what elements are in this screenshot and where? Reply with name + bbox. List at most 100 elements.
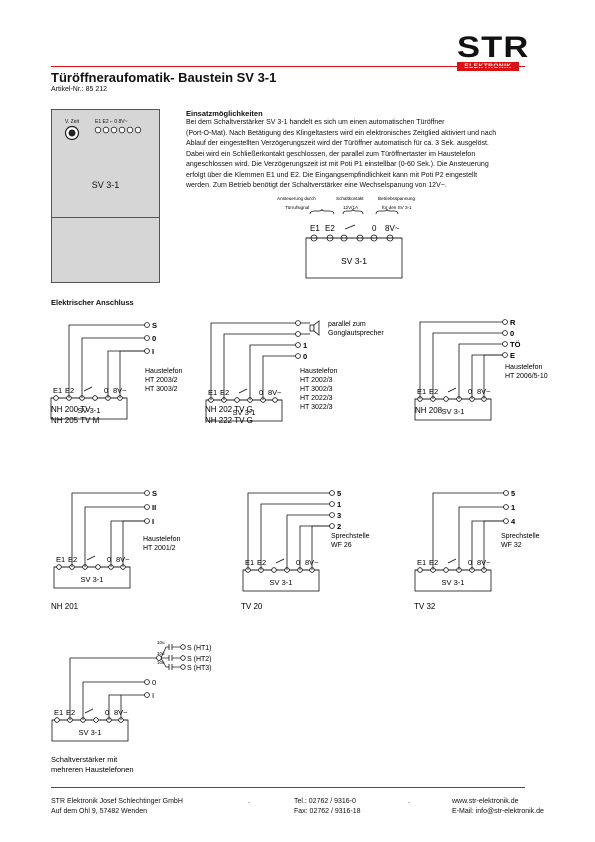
terminal-label: E2: [429, 387, 438, 396]
intro-line: werden. Zum Betrieb benötigt der Schaltv…: [186, 182, 447, 189]
parallel-label: parallel zum: [328, 321, 366, 328]
phone-terminal-label: 1: [511, 503, 515, 512]
terminal-label: 0: [468, 558, 472, 567]
fuer-label: für den SV 3-1: [382, 205, 412, 210]
terminal-e2: E2: [325, 224, 335, 233]
terminal-label: E1: [208, 388, 217, 397]
phone-number: Tel.: 02762 / 9316-0: [294, 798, 356, 805]
phone-terminal-label: S: [152, 321, 157, 330]
phone-terminal-label: 5: [511, 489, 515, 498]
terminal-label: 0: [107, 555, 111, 564]
phone-terminal-label: 1: [337, 500, 341, 509]
brace-left: [309, 208, 335, 215]
phone-desc: HT 2022/3: [300, 395, 333, 402]
footer-dot: .: [408, 798, 410, 805]
phone-terminal-label: 0: [152, 678, 156, 687]
terminal-label: 0: [296, 558, 300, 567]
potentiometer-icon: [64, 125, 80, 141]
device-front: V. Zeit E1 E2 ⌐ 0 8V~ SV 3-1: [51, 109, 160, 219]
sv-box-name: SV 3-1: [79, 728, 102, 737]
terminal-label: E1: [417, 387, 426, 396]
phone-terminal-label: 2: [337, 522, 341, 531]
phone-terminal-label: I: [152, 347, 154, 356]
model-label: TV 20: [241, 602, 263, 611]
model-label: NH 208: [415, 406, 443, 415]
phone-desc: Haustelefon: [145, 368, 182, 375]
phone-desc: Haustelefon: [300, 368, 337, 375]
phone-desc: HT 2002/3: [300, 377, 333, 384]
footer-company: STR Elektronik Josef Schlechtinger GmbH …: [51, 797, 183, 817]
phone-desc: HT 2003/2: [145, 377, 178, 384]
switch-symbol: [344, 224, 356, 230]
phone-terminal-label: 0: [303, 352, 307, 361]
terminal-8v: 8V~: [385, 224, 400, 233]
capacitor-label: 10u: [157, 640, 165, 645]
sv-box-name: SV 3-1: [78, 406, 101, 415]
header-rule: [51, 66, 525, 67]
footer-contact: www.str-elektronik.de E-Mail: info@str-e…: [452, 797, 544, 817]
model-label: NH 200 TV: [51, 405, 91, 414]
terminal-label: E2: [68, 555, 77, 564]
terminal-label: E2: [257, 558, 266, 567]
speaker-icon: [309, 324, 315, 332]
phone-desc: HT 3002/3: [300, 386, 333, 393]
vzeit-label: V. Zeit: [65, 119, 79, 125]
terminal-label: 0: [104, 386, 108, 395]
fax-number: Fax: 02762 / 9316-18: [294, 808, 361, 815]
website-link[interactable]: www.str-elektronik.de: [452, 798, 519, 805]
phone-desc: Sprechstelle: [501, 533, 540, 540]
terminal-label: 0: [468, 387, 472, 396]
phone-desc: WF 26: [331, 542, 352, 549]
phone-desc: Sprechstelle: [331, 533, 370, 540]
phone-terminal-label: I: [152, 517, 154, 526]
capacitor-label: 10u: [157, 660, 165, 665]
terminal-label: E1: [245, 558, 254, 567]
brace-mid: [342, 208, 364, 215]
phone-terminal-label: E: [510, 351, 515, 360]
intro-line: Dabei wird ein Schließerkontakt geschlos…: [186, 150, 476, 158]
phone-desc: HT 2006/5-10: [505, 373, 548, 380]
phone-terminal-label: TÖ: [510, 340, 521, 349]
terminal-strip: [94, 126, 142, 134]
terminal-label: E1: [53, 386, 62, 395]
model-label: Schaltverstärker mit: [51, 755, 118, 764]
sv-box-name: SV 3-1: [270, 578, 293, 587]
phone-desc: Haustelefon: [505, 364, 542, 371]
ansteuerung-label: Ansteuerung durch: [277, 196, 316, 201]
phone-desc: HT 3003/2: [145, 386, 178, 393]
intro-line: Bei dem Schaltverstärker SV 3-1 handelt …: [186, 119, 445, 126]
phone-desc: Haustelefon: [143, 536, 180, 543]
rating-label: 12V/1A: [343, 205, 359, 210]
model-label: NH 222 TV G: [205, 416, 253, 425]
email-link[interactable]: E-Mail: info@str-elektronik.de: [452, 808, 544, 815]
phone-terminal-label: 4: [511, 517, 516, 526]
terminal-0: 0: [372, 224, 377, 233]
device-terminal-labels: E1 E2 ⌐ 0 8V~: [95, 119, 128, 125]
tuerruf-label: Türrufsignal: [285, 205, 309, 210]
terminal-label: E2: [66, 708, 75, 717]
terminal-e1: E1: [310, 224, 320, 233]
company-address: Auf dem Ohl 9, 57482 Wenden: [51, 808, 147, 815]
phone-terminal-label: 1: [303, 341, 307, 350]
phone-terminal-label: S (HT3): [187, 665, 212, 672]
sv-box-name: SV 3-1: [442, 578, 465, 587]
sv-box-name: SV 3-1: [81, 575, 104, 584]
phone-terminal-label: 0: [510, 329, 514, 338]
intro-line: erfolgt über die Klemmen E1 und E2. Die …: [186, 171, 478, 179]
phone-desc: HT 3022/3: [300, 404, 333, 411]
intro-line: (Port-O-Mat). Nach Betätigung des Klinge…: [186, 129, 497, 137]
phone-terminal-label: S (HT2): [187, 656, 212, 663]
capacitor-label: 10u: [157, 651, 165, 656]
model-label: NH 205 TV M: [51, 416, 100, 425]
footer-rule: [51, 787, 525, 788]
terminal-label: E2: [429, 558, 438, 567]
terminal-label: E2: [65, 386, 74, 395]
device-name: SV 3-1: [91, 180, 120, 190]
article-number: Artikel-Nr.: 85 212: [51, 86, 108, 93]
brace-right: [375, 208, 399, 215]
